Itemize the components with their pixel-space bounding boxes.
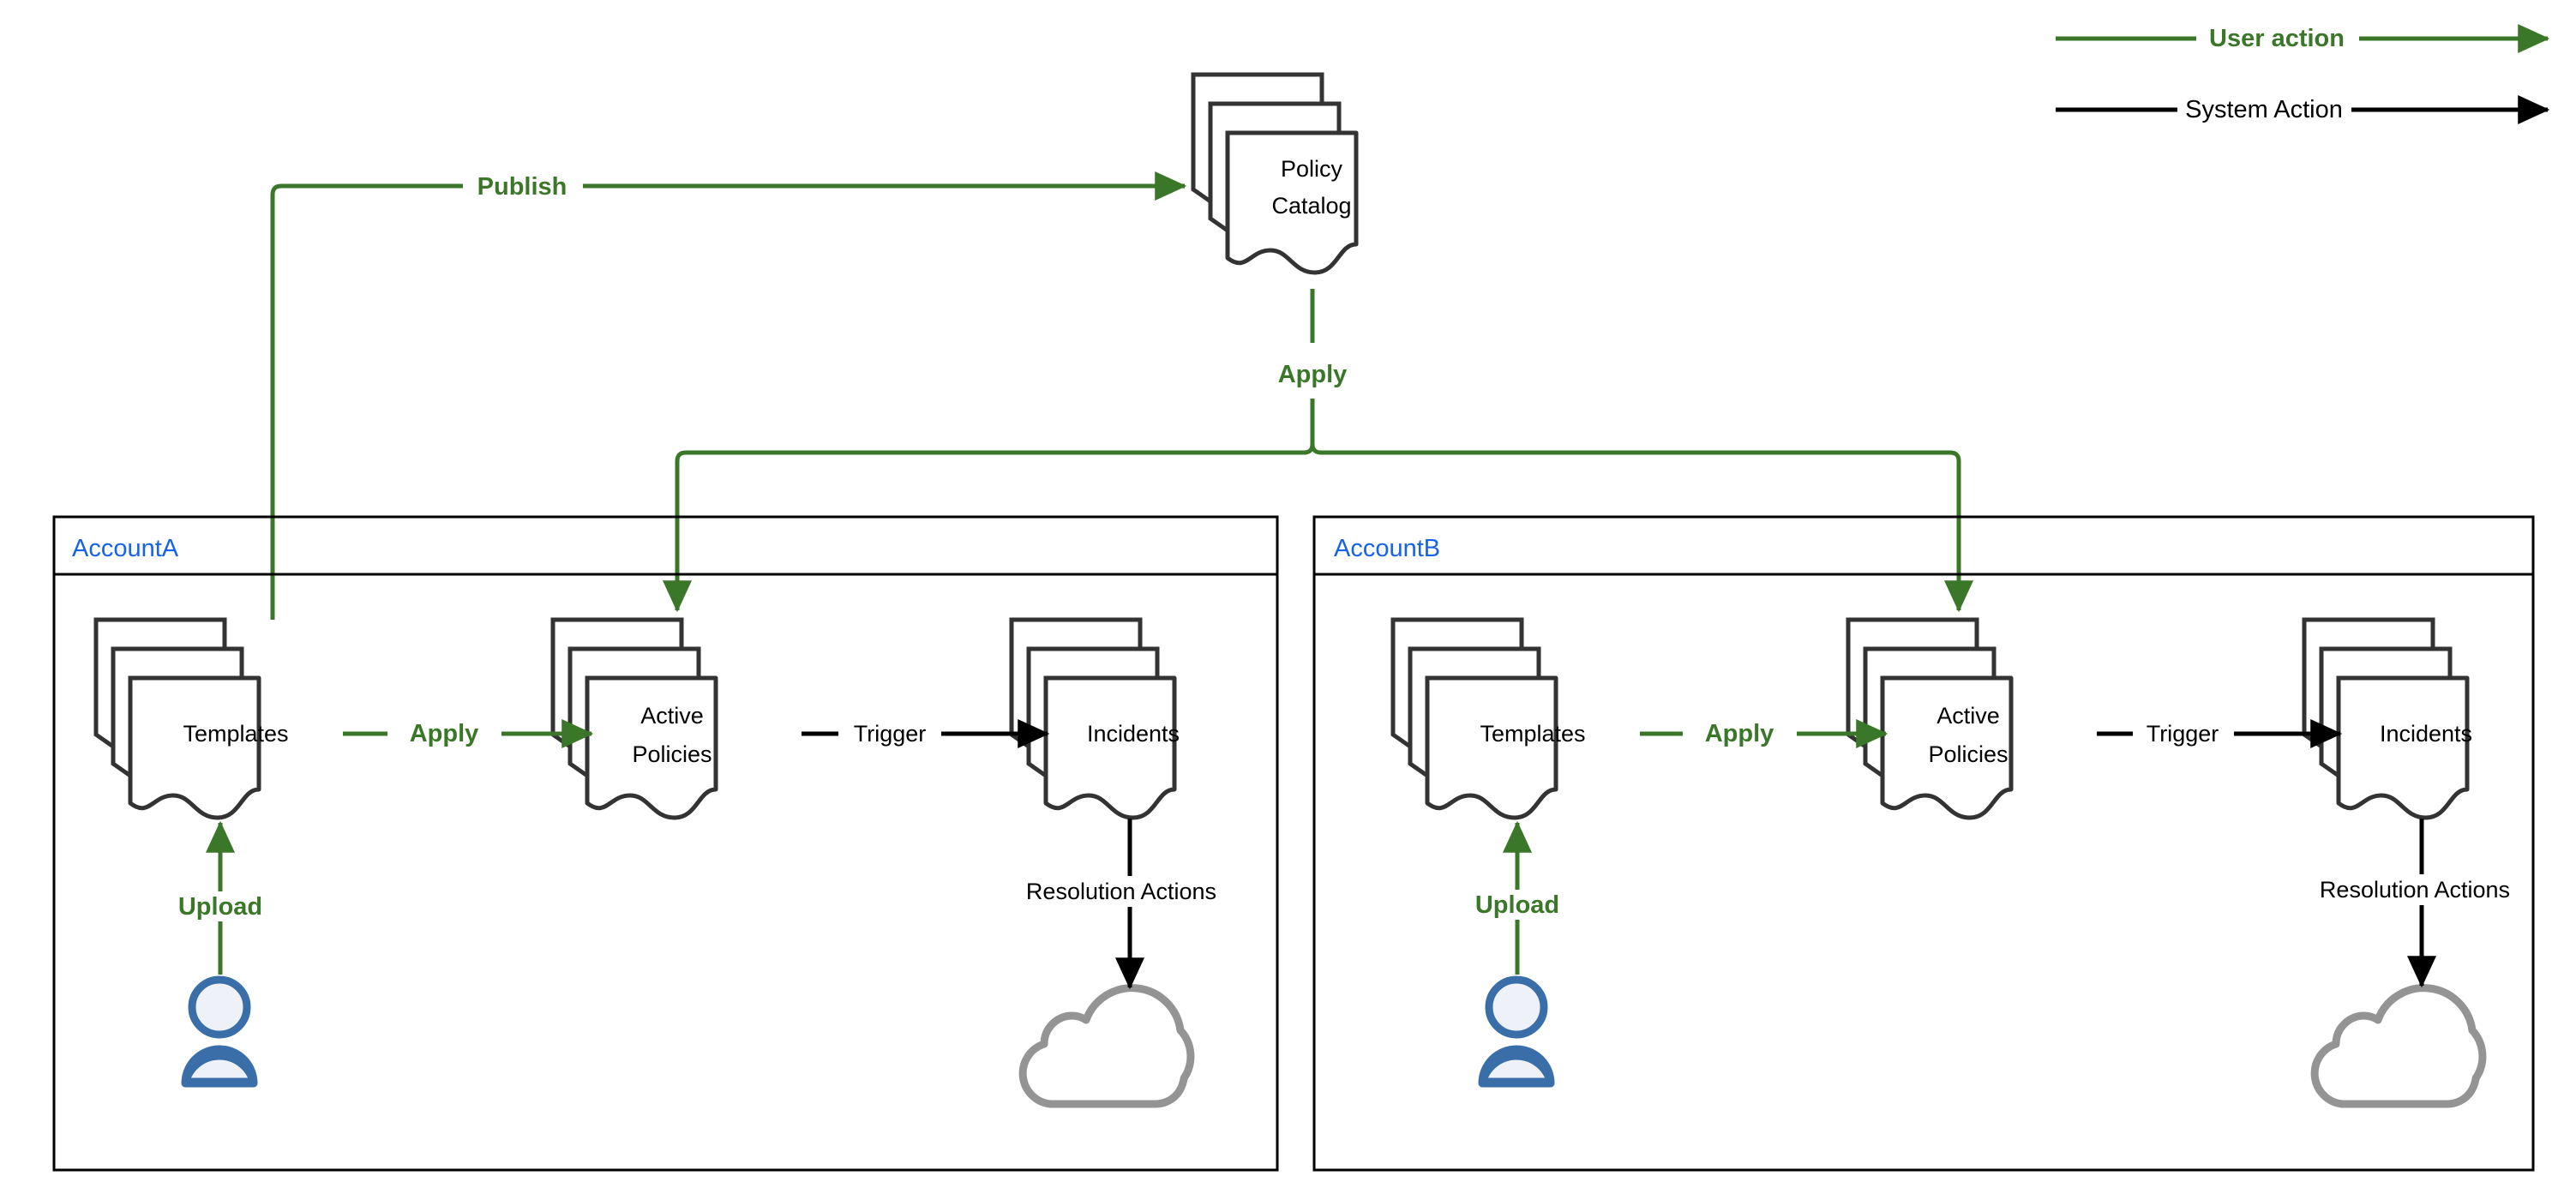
account-b-templates-shape[interactable]: [1393, 620, 1556, 818]
policy-catalog-label-line2: Catalog: [1271, 192, 1352, 219]
legend-label-user-action: User action: [2209, 24, 2345, 52]
account-b-incidents-label: Incidents: [2379, 720, 2473, 747]
edge-label-publish: Publish: [472, 172, 572, 201]
account-b-edge-label-upload: Upload: [1470, 891, 1564, 920]
account-a-title: AccountA: [72, 535, 179, 562]
account-b-edge-label-resolution-actions: Resolution Actions: [2315, 876, 2515, 903]
account-b-active-policies-label-line1: Active: [1937, 702, 2000, 729]
account-a-cloud-icon[interactable]: [1023, 988, 1191, 1104]
account-b-user-icon[interactable]: [1482, 980, 1551, 1083]
account-b-edge-label-apply: Apply: [1700, 719, 1779, 748]
account-a-edge-label-upload: Upload: [173, 892, 267, 921]
account-a-active-policies-label-line2: Policies: [632, 741, 712, 767]
account-b-templates-label: Templates: [1480, 720, 1586, 747]
legend-label-system-action: System Action: [2185, 95, 2343, 123]
policy-catalog-label-line1: Policy: [1280, 155, 1343, 182]
account-a-incidents-shape[interactable]: [1012, 620, 1174, 818]
account-a-user-icon[interactable]: [185, 980, 254, 1083]
account-b-active-policies-label-line2: Policies: [1928, 741, 2009, 767]
account-a-edge-label-trigger: Trigger: [849, 720, 931, 747]
account-a-edge-label-resolution-actions: Resolution Actions: [1021, 878, 1222, 905]
account-b-title: AccountB: [1334, 535, 1441, 562]
account-a-container[interactable]: [52, 515, 1279, 1172]
account-b-incidents-shape[interactable]: [2304, 620, 2467, 818]
account-b-cloud-icon[interactable]: [2315, 988, 2483, 1104]
account-a-templates-shape[interactable]: [96, 620, 259, 818]
account-a-templates-label: Templates: [183, 720, 289, 747]
account-a-edge-label-apply: Apply: [405, 719, 483, 748]
account-a-active-policies-label-line1: Active: [640, 702, 704, 729]
account-b-edge-label-trigger: Trigger: [2141, 720, 2224, 747]
edge-publish: [270, 171, 1187, 620]
account-b-container[interactable]: [1312, 515, 2535, 1172]
account-a-incidents-label: Incidents: [1086, 720, 1180, 747]
edge-apply-fork: [662, 289, 1974, 613]
edge-label-apply-shared: Apply: [1273, 360, 1352, 389]
